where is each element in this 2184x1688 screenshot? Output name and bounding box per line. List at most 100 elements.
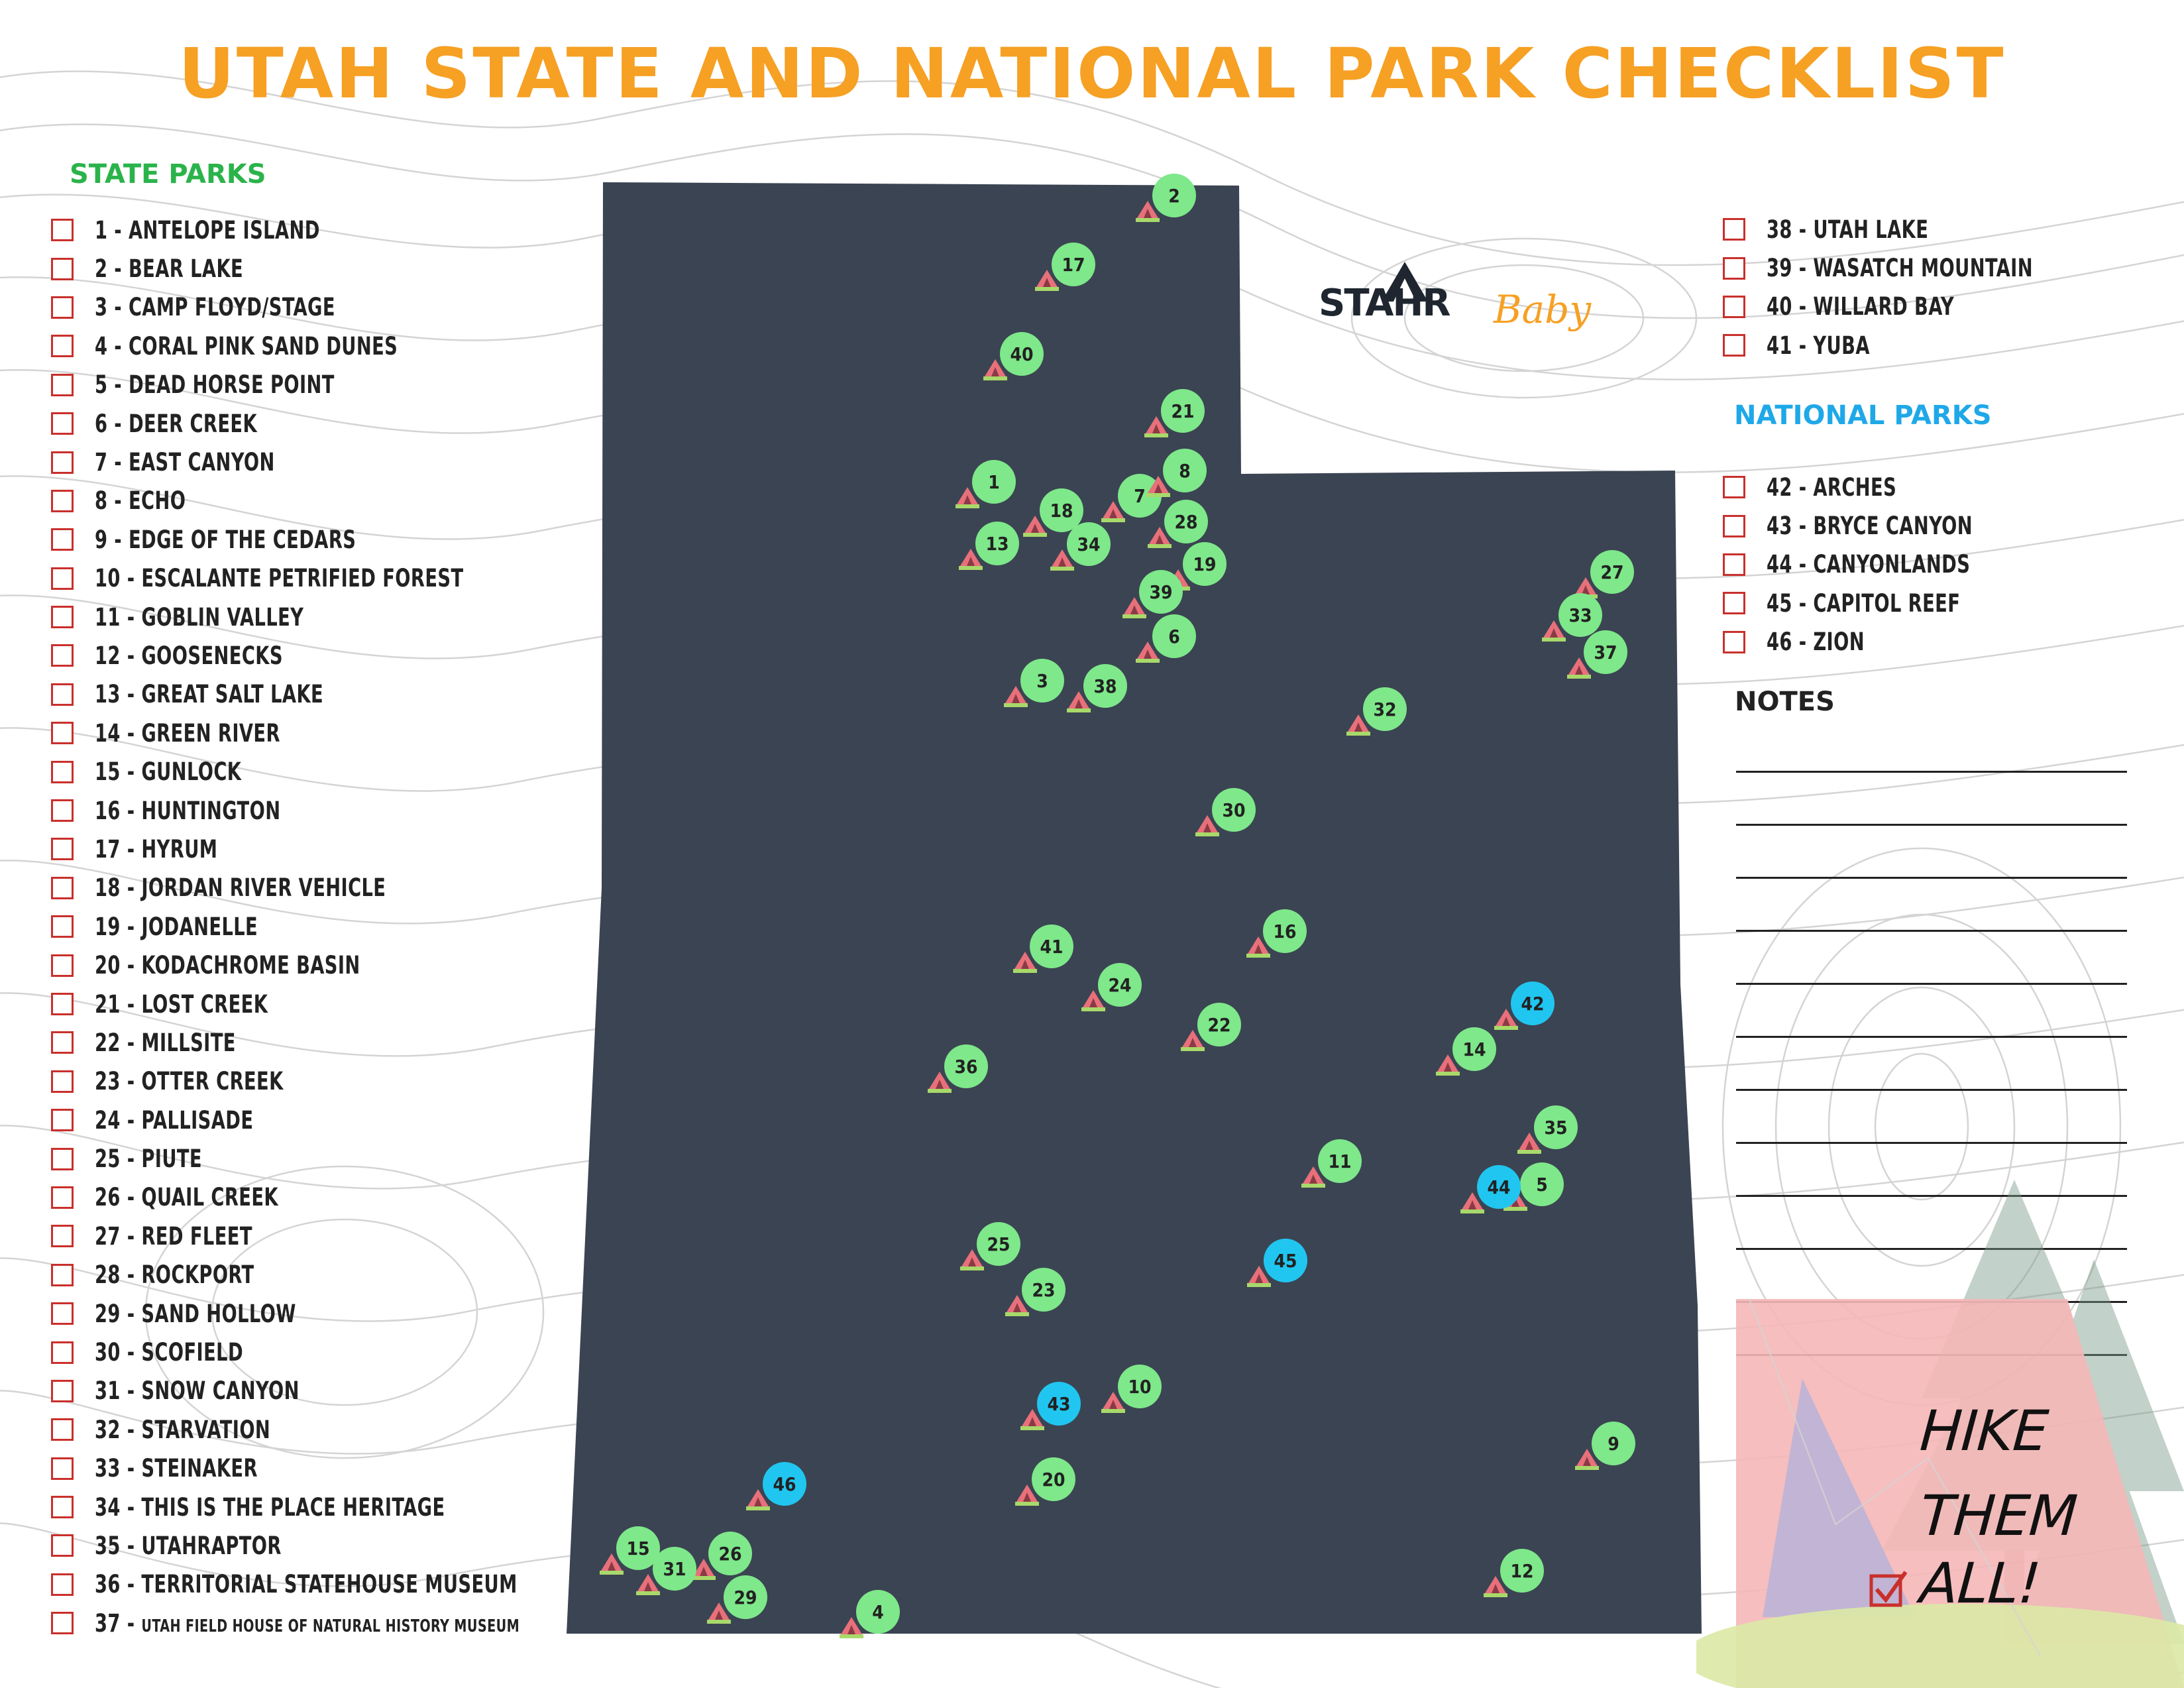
state-park-marker[interactable]: 28 [1148, 500, 1208, 548]
checkbox[interactable] [51, 876, 74, 899]
marker-circle [1477, 1165, 1521, 1209]
checkbox[interactable] [51, 683, 74, 706]
checkbox[interactable] [1723, 295, 1745, 318]
state-park-marker[interactable]: 6 [1136, 614, 1196, 663]
checkbox[interactable] [51, 1263, 74, 1286]
state-park-marker[interactable]: 16 [1246, 909, 1307, 958]
state-park-marker[interactable]: 4 [840, 1590, 900, 1638]
checkbox[interactable] [51, 993, 74, 1015]
state-park-marker[interactable]: 1 [956, 460, 1016, 508]
state-park-marker[interactable]: 3 [1004, 659, 1064, 707]
checkbox[interactable] [51, 954, 74, 977]
state-park-marker[interactable]: 12 [1484, 1549, 1544, 1597]
state-park-marker[interactable]: 31 [636, 1547, 696, 1595]
state-park-marker[interactable]: 17 [1035, 243, 1095, 291]
checkbox[interactable] [51, 1379, 74, 1402]
state-park-marker[interactable]: 19 [1166, 542, 1227, 591]
state-park-marker[interactable]: 11 [1301, 1139, 1362, 1188]
notes-line [1736, 1089, 2127, 1091]
checkbox[interactable] [51, 1302, 74, 1325]
checkbox[interactable] [51, 915, 74, 938]
checkbox[interactable] [1723, 334, 1745, 357]
state-park-marker[interactable]: 26 [692, 1532, 752, 1580]
checkbox[interactable] [1723, 256, 1745, 280]
tent-icon [1460, 1192, 1484, 1213]
checkbox[interactable] [51, 1225, 74, 1248]
state-park-marker[interactable]: 24 [1081, 963, 1142, 1011]
checkbox[interactable] [51, 1418, 74, 1441]
state-park-marker[interactable]: 38 [1067, 664, 1127, 712]
marker-number: 44 [1487, 1176, 1510, 1198]
state-park-marker[interactable]: 25 [960, 1222, 1020, 1270]
checkbox[interactable] [51, 1457, 74, 1480]
checkbox[interactable] [51, 1534, 74, 1557]
state-park-marker[interactable]: 23 [1005, 1268, 1065, 1316]
state-park-marker[interactable]: 8 [1146, 449, 1207, 497]
checkbox[interactable] [51, 219, 74, 242]
national-park-marker[interactable]: 43 [1020, 1382, 1081, 1430]
checkbox[interactable] [51, 1147, 74, 1170]
state-park-marker[interactable]: 32 [1346, 687, 1407, 736]
state-park-marker[interactable]: 36 [928, 1044, 988, 1093]
checkbox[interactable] [51, 1186, 74, 1209]
state-park-marker[interactable]: 2 [1136, 174, 1196, 222]
checkbox[interactable] [1723, 514, 1745, 537]
state-park-marker[interactable]: 35 [1517, 1105, 1578, 1154]
state-park-marker[interactable]: 30 [1195, 788, 1256, 836]
checkbox[interactable] [51, 296, 74, 319]
checkbox[interactable] [51, 1070, 74, 1093]
checkbox[interactable] [51, 644, 74, 667]
park-label: 25 - PIUTE [95, 1145, 203, 1174]
checkbox[interactable] [51, 722, 74, 745]
checkbox[interactable] [51, 567, 74, 590]
national-park-marker[interactable]: 45 [1247, 1239, 1307, 1287]
checkbox[interactable] [51, 373, 74, 396]
checkbox[interactable] [51, 760, 74, 783]
state-park-marker[interactable]: 18 [1023, 488, 1083, 537]
state-park-marker[interactable]: 34 [1050, 522, 1111, 571]
marker-circle [1183, 542, 1227, 586]
state-park-marker[interactable]: 7 [1101, 474, 1162, 522]
checkbox[interactable] [51, 606, 74, 629]
checkbox[interactable] [51, 412, 74, 435]
state-park-marker[interactable]: 9 [1575, 1422, 1635, 1470]
state-park-marker[interactable]: 21 [1144, 389, 1205, 437]
checkbox[interactable] [51, 335, 74, 358]
state-park-marker[interactable]: 22 [1181, 1003, 1241, 1051]
checkbox[interactable] [51, 1341, 74, 1364]
state-park-marker[interactable]: 41 [1013, 925, 1073, 973]
state-park-marker[interactable]: 33 [1542, 593, 1602, 642]
marker-number: 18 [1050, 500, 1073, 522]
checkbox[interactable] [51, 451, 74, 474]
national-park-marker[interactable]: 44 [1460, 1165, 1521, 1213]
checkbox[interactable] [51, 799, 74, 822]
checkbox[interactable] [51, 257, 74, 280]
state-park-marker[interactable]: 13 [959, 522, 1019, 570]
checkbox[interactable] [1723, 218, 1745, 241]
checkbox[interactable] [1723, 592, 1745, 615]
checkbox[interactable] [51, 1109, 74, 1132]
state-park-marker[interactable]: 20 [1015, 1457, 1075, 1506]
checkbox[interactable] [1723, 630, 1745, 653]
national-park-marker[interactable]: 46 [746, 1462, 806, 1510]
checkbox[interactable] [51, 1031, 74, 1054]
checkbox[interactable] [51, 528, 74, 551]
marker-number: 6 [1168, 626, 1180, 647]
checkbox[interactable] [1723, 553, 1745, 576]
checkbox[interactable] [51, 1612, 74, 1635]
notes-line [1736, 1248, 2127, 1250]
tent-icon [1246, 936, 1270, 958]
checkbox[interactable] [51, 1496, 74, 1519]
checkbox[interactable] [1723, 476, 1745, 499]
national-park-marker[interactable]: 42 [1494, 982, 1555, 1030]
state-park-marker[interactable]: 40 [983, 332, 1044, 380]
checkbox[interactable] [51, 489, 74, 512]
state-park-marker[interactable]: 37 [1567, 630, 1627, 679]
state-park-marker[interactable]: 15 [600, 1526, 660, 1575]
state-park-marker[interactable]: 10 [1101, 1365, 1162, 1413]
state-park-marker[interactable]: 39 [1122, 570, 1183, 618]
state-park-marker[interactable]: 14 [1436, 1027, 1496, 1076]
checkbox[interactable] [51, 838, 74, 861]
checkbox[interactable] [51, 1573, 74, 1596]
state-park-marker[interactable]: 29 [707, 1575, 767, 1624]
